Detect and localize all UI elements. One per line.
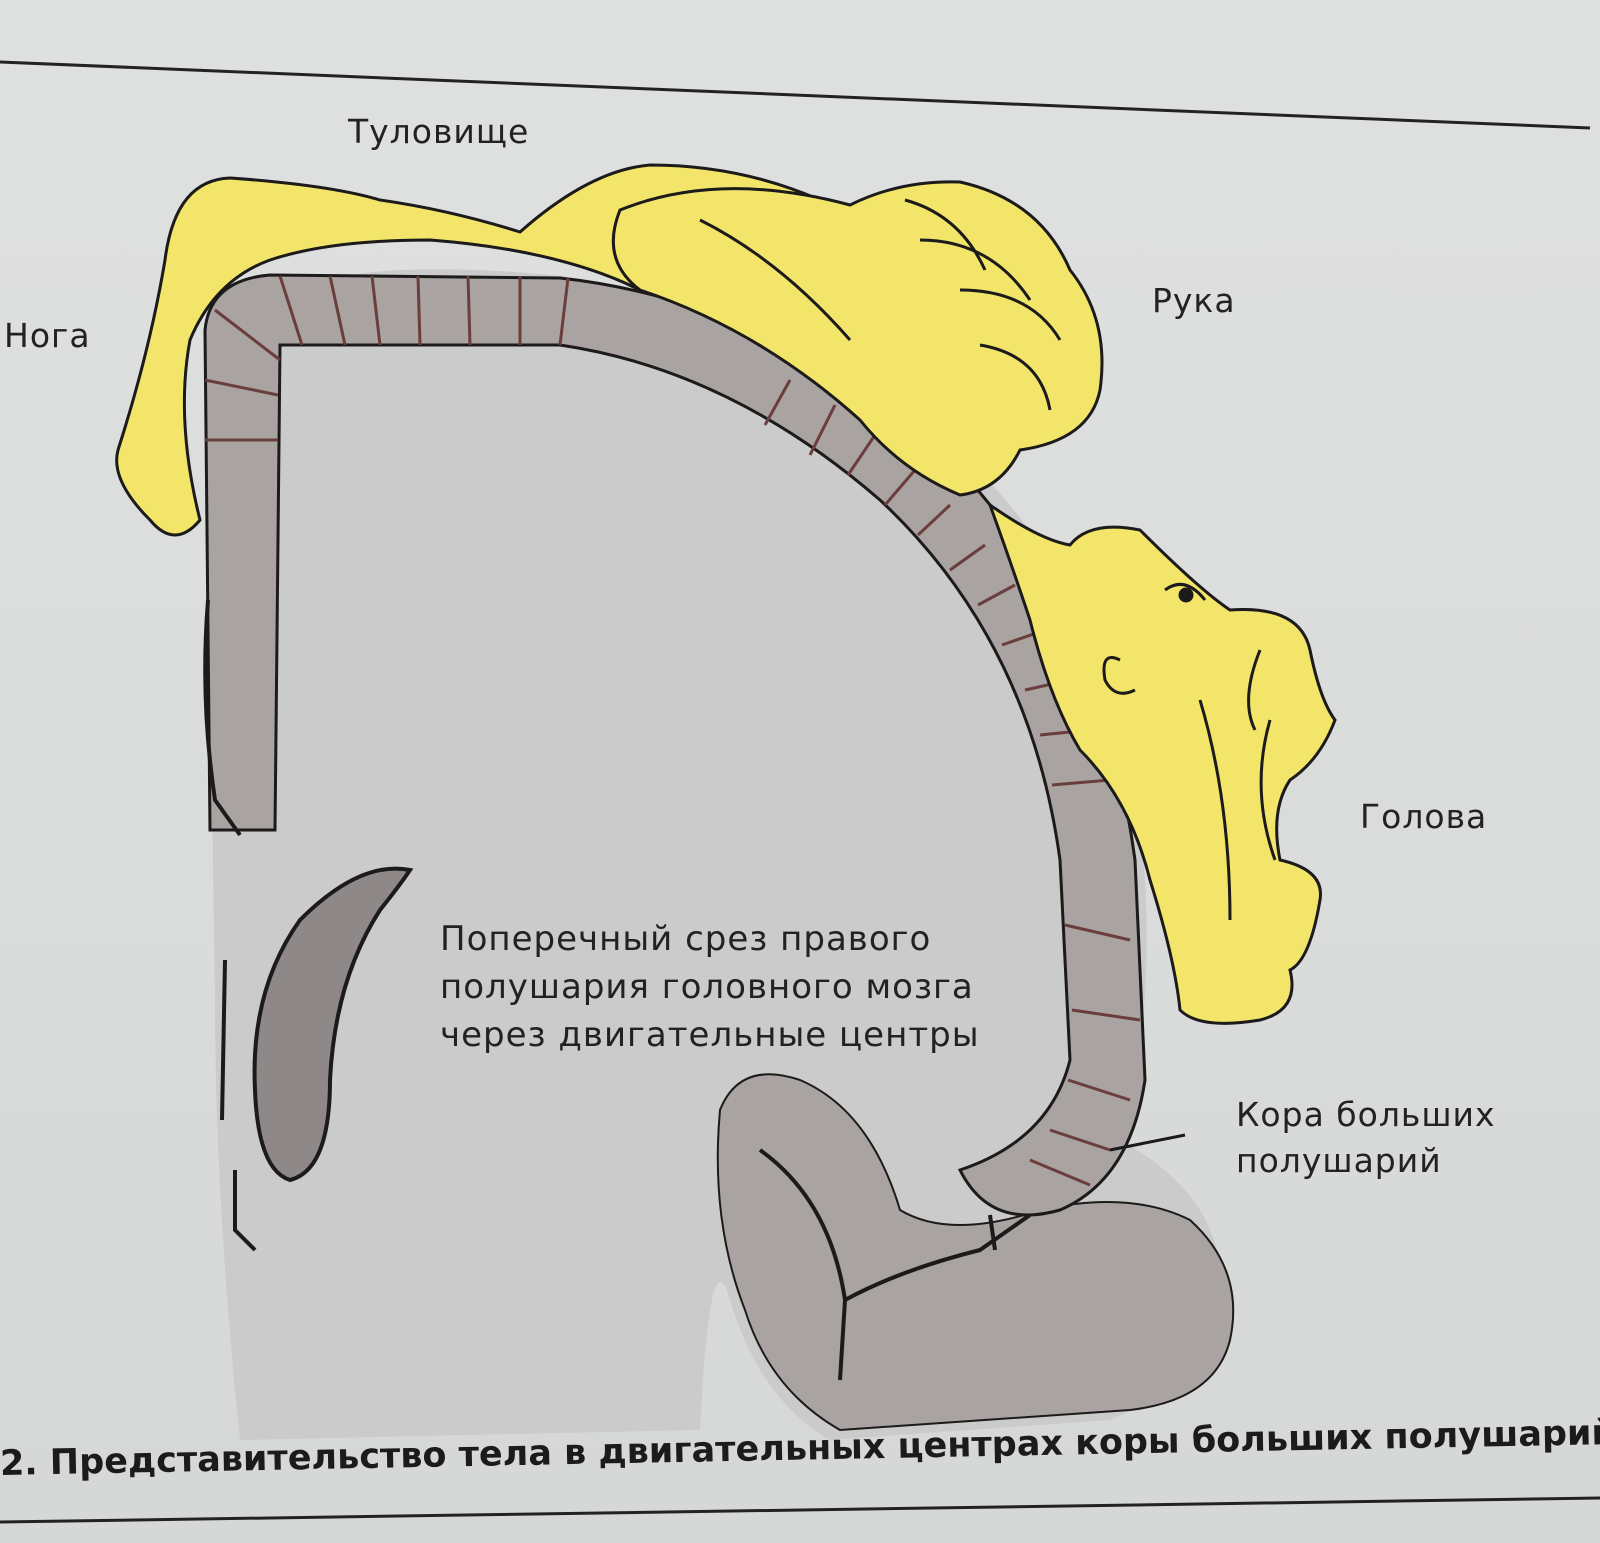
label-cross-section-line2: полушария головного мозга bbox=[440, 967, 974, 1007]
label-cross-section-line1: Поперечный срез правого bbox=[440, 919, 932, 959]
top-rule bbox=[0, 60, 1591, 130]
label-arm: Рука bbox=[1152, 281, 1236, 320]
label-head: Голова bbox=[1360, 797, 1488, 836]
label-cross-section-line3: через двигательные центры bbox=[440, 1015, 980, 1055]
bottom-rule bbox=[0, 1496, 1600, 1524]
label-trunk: Туловище bbox=[348, 112, 530, 151]
label-cortex: Кора больших полушарий bbox=[1236, 1092, 1556, 1184]
ventricle bbox=[252, 866, 414, 1183]
label-cortex-line2: полушарий bbox=[1236, 1141, 1442, 1180]
cortex-pointer bbox=[1109, 1133, 1186, 1152]
fist-fingers bbox=[699, 198, 1062, 411]
homunculus-head bbox=[986, 501, 1337, 1025]
sulcus-lines bbox=[203, 599, 1032, 1381]
head-features bbox=[1102, 582, 1277, 921]
label-leg: Нога bbox=[4, 316, 91, 355]
label-cortex-line1: Кора больших bbox=[1236, 1095, 1496, 1134]
label-cross-section: Поперечный срез правого полушария головн… bbox=[440, 915, 1060, 1059]
homunculus bbox=[115, 163, 1337, 1025]
